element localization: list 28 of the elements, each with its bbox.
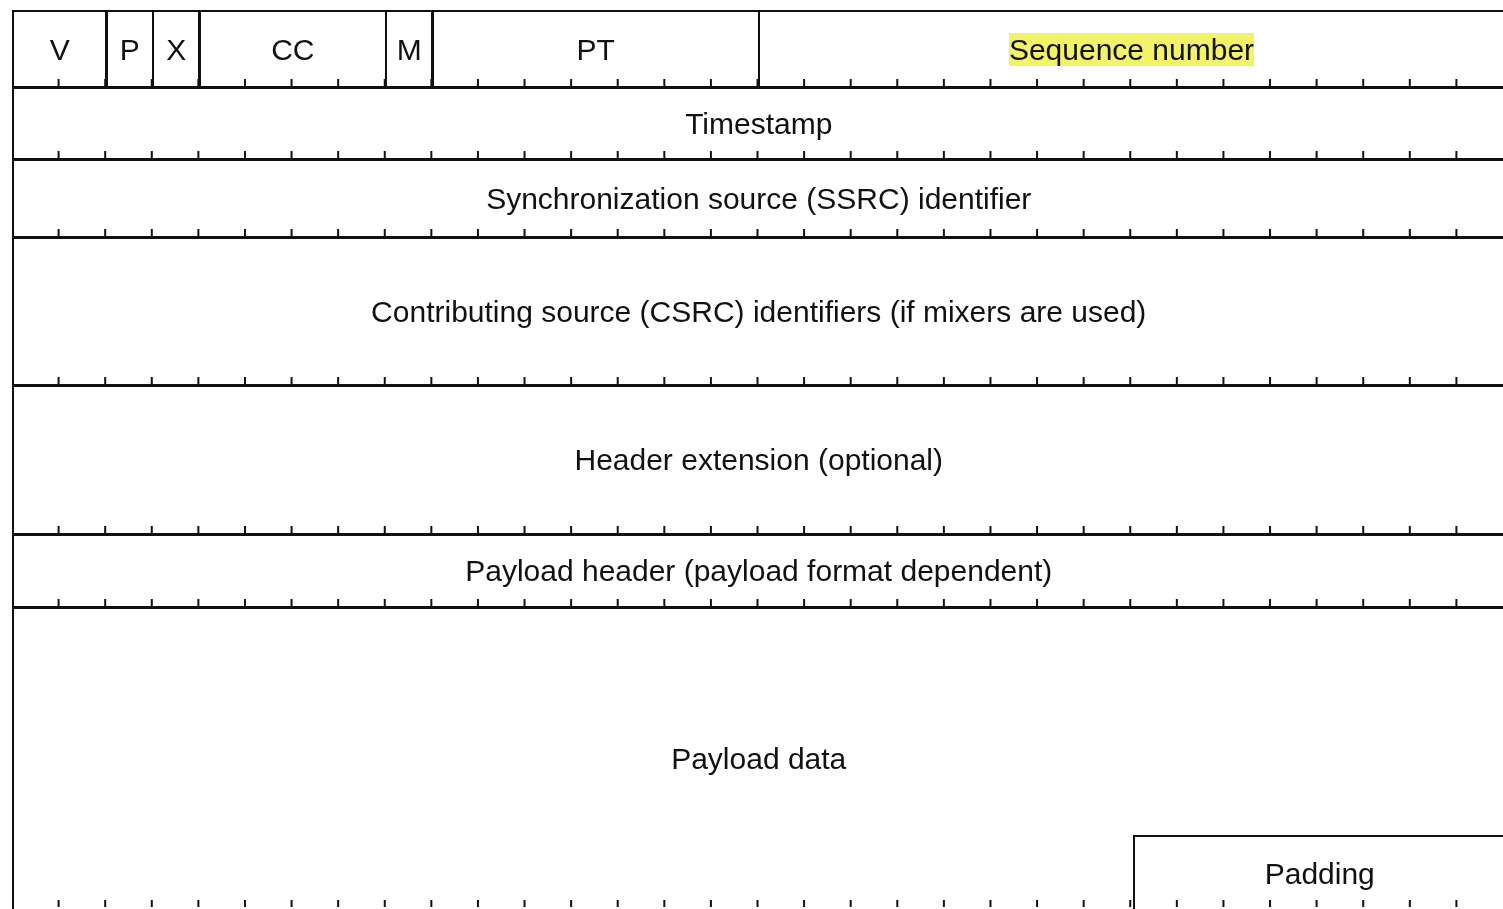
field-label: CC [271, 32, 315, 66]
field-box [12, 606, 1503, 909]
field-box [12, 158, 1503, 239]
field-box [1132, 834, 1503, 909]
field-box [105, 10, 155, 89]
field-label: PT [576, 32, 615, 66]
field-label: Timestamp [685, 106, 833, 140]
field-box [431, 10, 760, 89]
field-box [12, 384, 1503, 536]
field-label: Header extension (optional) [574, 443, 944, 477]
field-box [151, 10, 201, 89]
field-label: Contributing source (CSRC) identifiers (if mixers are used) [371, 294, 1147, 328]
field-label: M [396, 32, 422, 66]
highlighted-field-label: Sequence number [1008, 32, 1255, 66]
field-label: Payload header (payload format dependent) [465, 554, 1053, 588]
field-box [12, 10, 108, 89]
field-label: Synchronization source (SSRC) identifier [486, 181, 1032, 215]
field-box [198, 10, 388, 89]
field-label: Payload data [671, 742, 847, 776]
field-label: X [166, 32, 187, 66]
field-label: Padding [1264, 857, 1375, 891]
field-box [757, 10, 1503, 89]
field-box [384, 10, 434, 89]
field-box [12, 86, 1503, 161]
field-box [12, 533, 1503, 609]
field-label: V [49, 32, 70, 66]
field-label: P [119, 32, 140, 66]
field-box [12, 236, 1503, 387]
